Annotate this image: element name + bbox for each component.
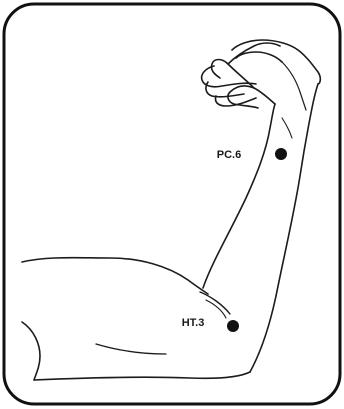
pc6-label: PC.6 — [217, 149, 241, 161]
pc6-point-marker — [275, 148, 287, 160]
frame-border — [4, 4, 340, 404]
ht3-label: HT.3 — [182, 317, 205, 329]
ht3-point-marker — [227, 320, 239, 332]
